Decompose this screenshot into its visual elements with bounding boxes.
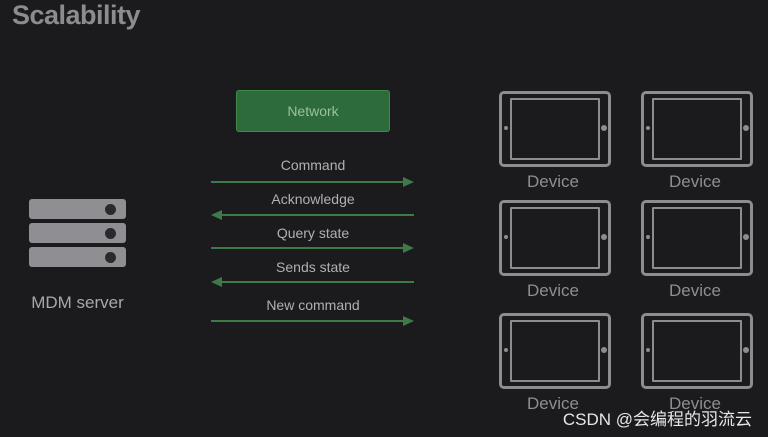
- message-label: New command: [266, 297, 360, 313]
- mdm-server-icon: [29, 199, 126, 271]
- arrow-head: [403, 316, 414, 326]
- arrow-head: [211, 210, 222, 220]
- device-label: Device: [669, 172, 721, 191]
- server-led: [105, 251, 116, 263]
- arrow-head: [403, 243, 414, 253]
- server-led: [105, 227, 116, 239]
- device-label: Device: [527, 281, 579, 300]
- tablet-device-icon: [641, 91, 753, 167]
- device-label: Device: [669, 394, 721, 413]
- tablet-device-icon: [641, 313, 753, 389]
- tablet-device-icon: [499, 200, 611, 276]
- tablet-device-icon: [641, 200, 753, 276]
- device-label: Device: [527, 394, 579, 413]
- server-led: [105, 203, 116, 215]
- message-label: Query state: [276, 225, 350, 241]
- message-label: Command: [280, 157, 346, 173]
- message-label: Acknowledge: [271, 191, 355, 207]
- server-unit: [29, 247, 126, 267]
- tablet-device-icon: [499, 91, 611, 167]
- arrow-head: [403, 177, 414, 187]
- server-label: MDM server: [31, 293, 124, 312]
- message-label: Sends state: [276, 259, 350, 275]
- tablet-device-icon: [499, 313, 611, 389]
- server-unit: [29, 223, 126, 243]
- device-label: Device: [527, 172, 579, 191]
- server-unit: [29, 199, 126, 219]
- watermark: CSDN @会编程的羽流云: [562, 410, 752, 429]
- network-box: Network: [236, 90, 390, 132]
- arrow-head: [211, 277, 222, 287]
- slide-title: Scalability: [12, 0, 141, 30]
- device-label: Device: [669, 281, 721, 300]
